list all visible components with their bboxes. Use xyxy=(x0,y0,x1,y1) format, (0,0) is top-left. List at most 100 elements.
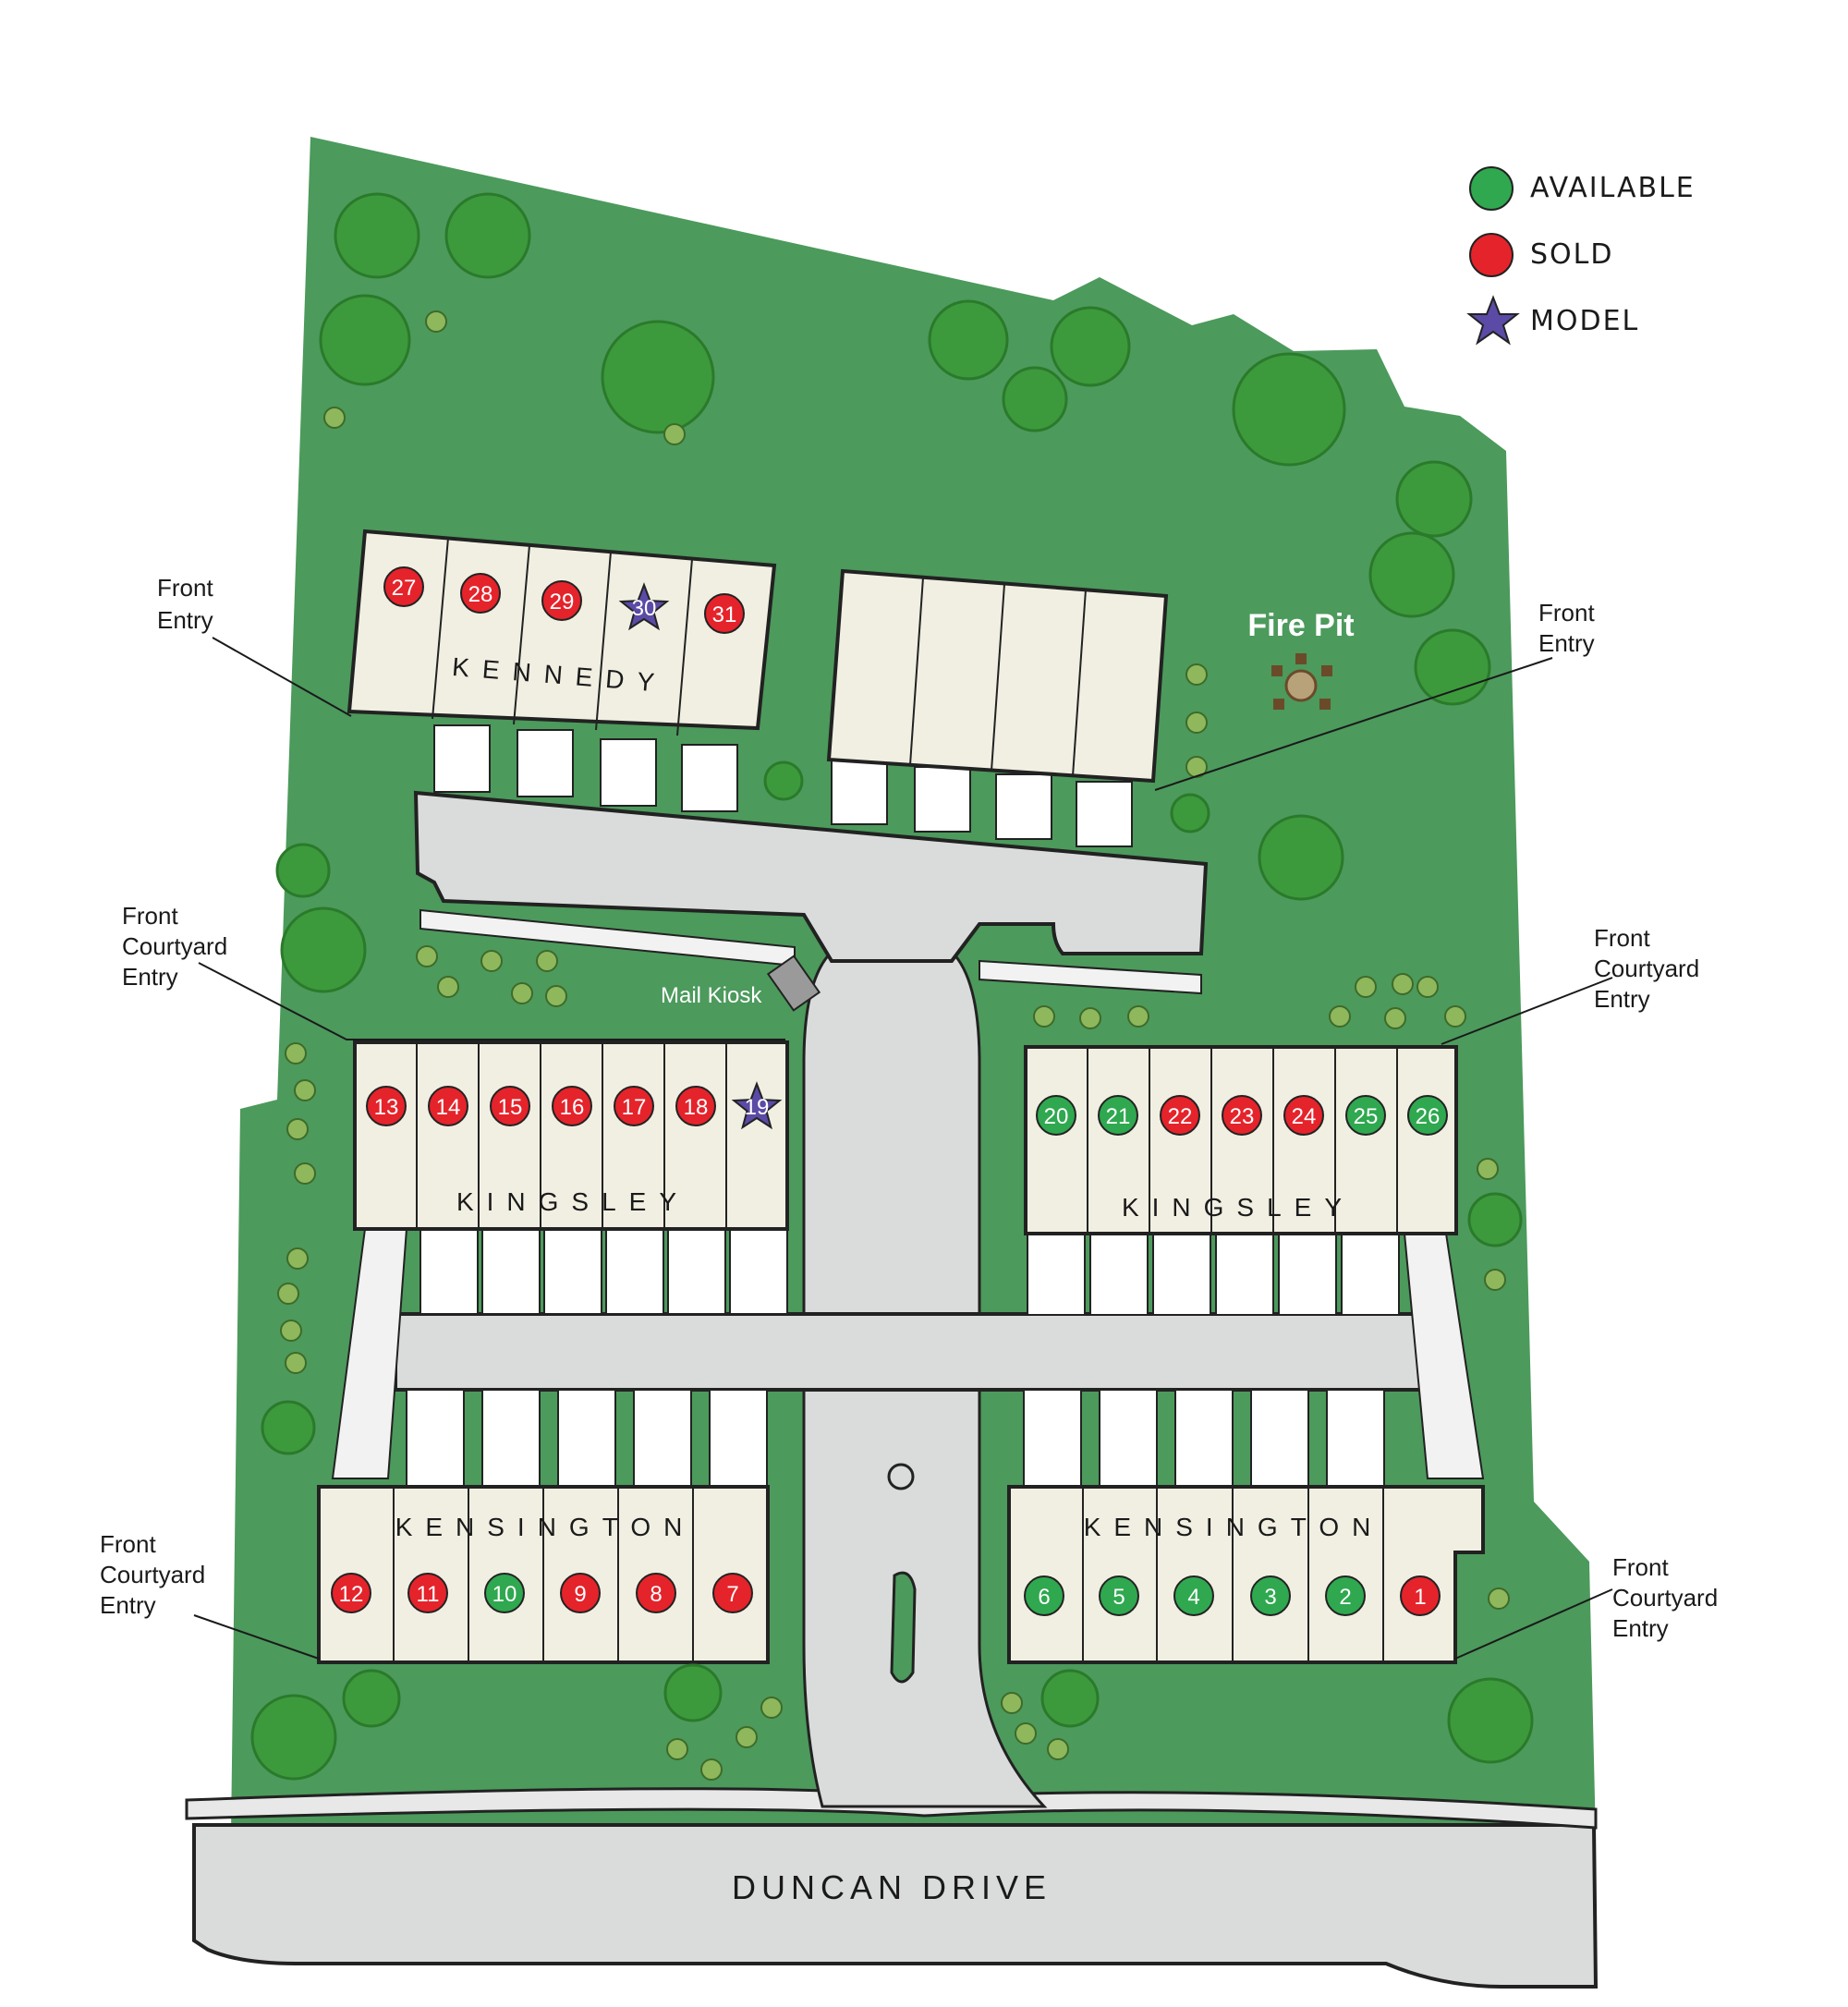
unit-31-marker: 31 xyxy=(704,593,745,634)
unit-number: 11 xyxy=(417,1582,440,1607)
sold-dot-icon xyxy=(460,573,501,614)
unit-number: 30 xyxy=(632,596,657,621)
sold-dot-icon xyxy=(1160,1095,1200,1136)
building-label-kingsley-east: KINGSLEY xyxy=(1122,1193,1355,1222)
fire-pit-icon xyxy=(1271,653,1332,710)
label-courtyard-lower-right: Front Courtyard Entry xyxy=(1612,1553,1718,1642)
sold-dot-icon xyxy=(1469,233,1514,277)
sold-dot-icon xyxy=(636,1573,676,1613)
svg-text:Entry: Entry xyxy=(1594,985,1650,1013)
available-dot-icon xyxy=(1250,1575,1291,1616)
building-kensington-west xyxy=(317,1485,770,1664)
fire-pit-label: Fire Pit xyxy=(1247,608,1354,643)
unit-number: 17 xyxy=(622,1095,647,1120)
driveways-kingsley-east xyxy=(1027,1233,1400,1316)
unit-number: 5 xyxy=(1112,1585,1125,1610)
available-dot-icon xyxy=(1173,1575,1214,1616)
unit-25-marker: 25 xyxy=(1345,1095,1386,1136)
building-kingsley-west xyxy=(353,1040,789,1231)
label-courtyard-upper-right: Front Courtyard Entry xyxy=(1594,924,1699,1013)
legend-available-label: AVAILABLE xyxy=(1530,172,1696,204)
unit-3-marker: 3 xyxy=(1250,1575,1291,1616)
unit-number: 19 xyxy=(745,1095,770,1120)
unit-9-marker: 9 xyxy=(560,1573,601,1613)
unit-number: 26 xyxy=(1416,1104,1441,1129)
unit-23-marker: 23 xyxy=(1222,1095,1262,1136)
unit-number: 15 xyxy=(498,1095,523,1120)
unit-22-marker: 22 xyxy=(1160,1095,1200,1136)
label-courtyard-lower-left: Front Courtyard Entry xyxy=(100,1530,205,1619)
unit-1-marker: 1 xyxy=(1400,1575,1441,1616)
building-kingsley-east xyxy=(1024,1045,1458,1235)
callout-lines xyxy=(193,637,1613,1660)
sold-dot-icon xyxy=(704,593,745,634)
sold-dot-icon xyxy=(712,1573,753,1613)
unit-number: 3 xyxy=(1264,1585,1276,1610)
available-dot-icon xyxy=(1036,1095,1076,1136)
available-dot-icon xyxy=(1345,1095,1386,1136)
unit-number: 21 xyxy=(1106,1104,1131,1129)
sold-dot-icon xyxy=(383,566,424,607)
unit-number: 25 xyxy=(1354,1104,1379,1129)
sold-dot-icon xyxy=(552,1086,592,1126)
svg-text:Courtyard: Courtyard xyxy=(122,932,227,960)
svg-text:Entry: Entry xyxy=(100,1591,156,1619)
svg-text:Entry: Entry xyxy=(1612,1614,1669,1642)
walkway-east-upper xyxy=(979,959,1202,995)
unit-number: 12 xyxy=(339,1582,364,1607)
unit-number: 2 xyxy=(1339,1585,1351,1610)
sold-dot-icon xyxy=(331,1573,371,1613)
svg-text:Entry: Entry xyxy=(122,963,178,991)
unit-2-marker: 2 xyxy=(1325,1575,1366,1616)
unit-16-marker: 16 xyxy=(552,1086,592,1126)
svg-text:Courtyard: Courtyard xyxy=(100,1561,205,1588)
unit-number: 6 xyxy=(1038,1585,1050,1610)
mail-kiosk-label: Mail Kiosk xyxy=(661,983,762,1008)
svg-text:Front: Front xyxy=(1538,599,1595,626)
unit-number: 13 xyxy=(374,1095,399,1120)
svg-text:Front: Front xyxy=(1594,924,1650,952)
sidewalk-front xyxy=(185,1787,1598,1830)
sold-dot-icon xyxy=(560,1573,601,1613)
available-dot-icon xyxy=(1325,1575,1366,1616)
unit-number: 22 xyxy=(1168,1104,1193,1129)
unit-18-marker: 18 xyxy=(675,1086,716,1126)
unit-10-marker: 10 xyxy=(484,1573,525,1613)
unit-26-marker: 26 xyxy=(1407,1095,1448,1136)
svg-text:Front: Front xyxy=(100,1530,156,1558)
roundabout-marker xyxy=(887,1463,915,1490)
svg-text:Front: Front xyxy=(1612,1553,1669,1581)
unit-number: 8 xyxy=(650,1582,662,1607)
sold-dot-icon xyxy=(1222,1095,1262,1136)
available-dot-icon xyxy=(1024,1575,1064,1616)
available-dot-icon xyxy=(1469,166,1514,211)
building-label-kensington-east: KENSINGTON xyxy=(1084,1513,1384,1541)
unit-7-marker: 7 xyxy=(712,1573,753,1613)
trees xyxy=(250,192,1534,1781)
unit-number: 16 xyxy=(560,1095,585,1120)
unit-number: 9 xyxy=(574,1582,586,1607)
building-kennedy xyxy=(346,529,777,736)
sold-dot-icon xyxy=(675,1086,716,1126)
unit-20-marker: 20 xyxy=(1036,1095,1076,1136)
unit-number: 31 xyxy=(712,602,737,627)
unit-number: 1 xyxy=(1414,1585,1426,1610)
sold-dot-icon xyxy=(1400,1575,1441,1616)
building-label-kingsley-west: KINGSLEY xyxy=(456,1187,689,1216)
svg-text:Courtyard: Courtyard xyxy=(1612,1584,1718,1612)
unit-15-marker: 15 xyxy=(490,1086,530,1126)
unit-19-marker: 19 xyxy=(731,1081,783,1130)
driveways-kensington-west xyxy=(406,1389,768,1488)
unit-number: 14 xyxy=(436,1095,461,1120)
svg-text:Front: Front xyxy=(122,902,178,930)
kennedy-parking-road xyxy=(413,790,1209,963)
label-courtyard-upper-left: Front Courtyard Entry xyxy=(122,902,227,991)
unit-14-marker: 14 xyxy=(428,1086,468,1126)
legend-model-label: MODEL xyxy=(1530,305,1640,337)
unit-29-marker: 29 xyxy=(541,580,582,621)
sold-dot-icon xyxy=(407,1573,448,1613)
unit-number: 18 xyxy=(684,1095,709,1120)
model-star-icon xyxy=(618,582,670,631)
duncan-drive-road xyxy=(192,1823,1599,1989)
